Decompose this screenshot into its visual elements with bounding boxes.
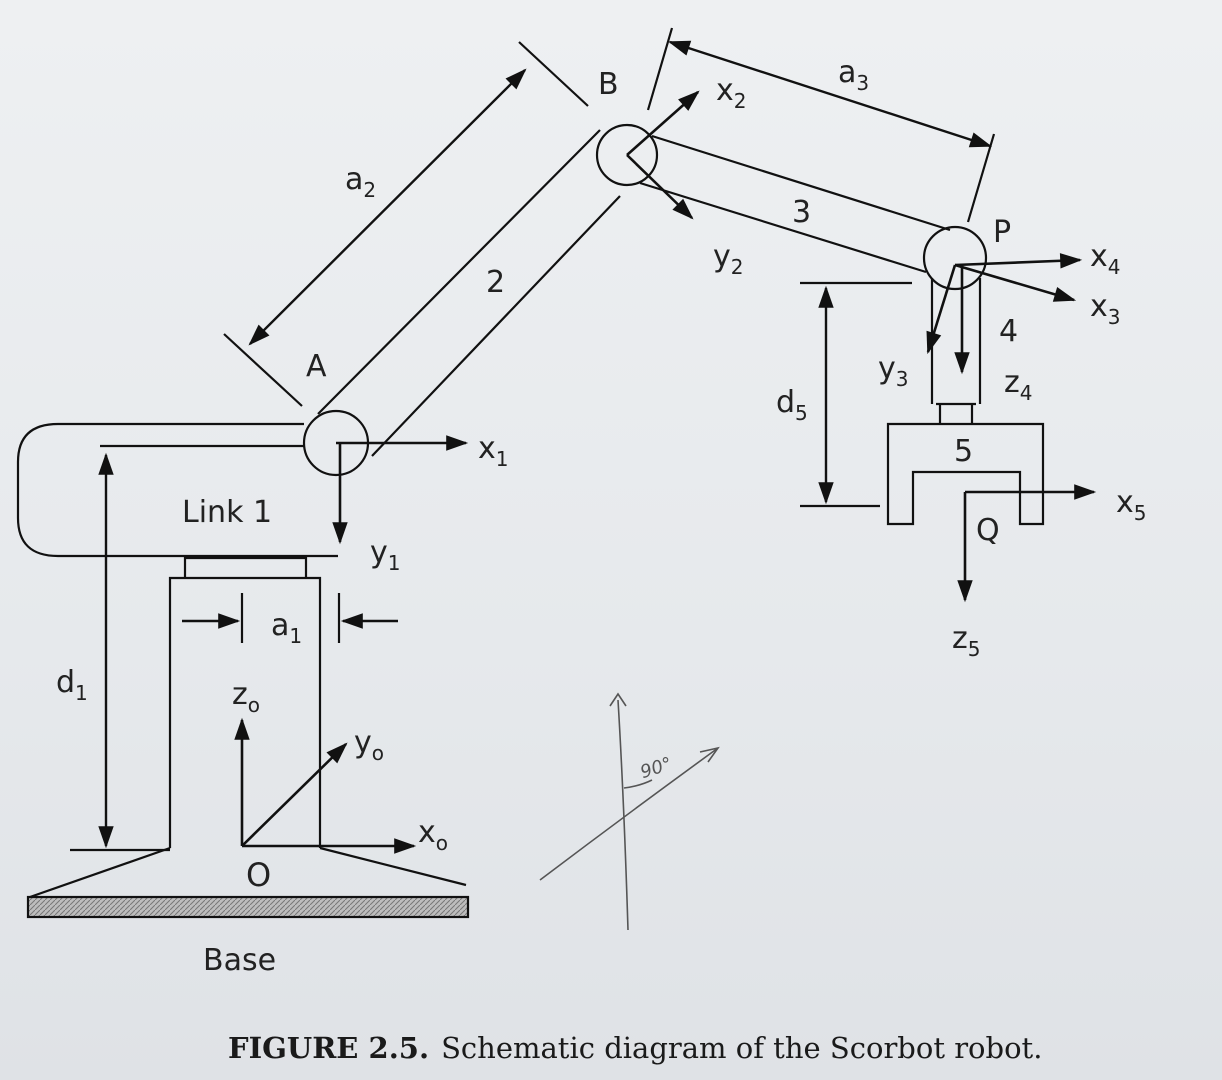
x3-axis [954, 263, 1077, 302]
label-x0: xo [418, 815, 448, 855]
base-plate [26, 895, 470, 919]
label-x2: x2 [716, 73, 747, 113]
label-z0: zo [232, 677, 260, 717]
label-z4: z4 [1004, 365, 1032, 405]
base-flange [29, 846, 467, 899]
label-point-q: Q [976, 513, 1000, 548]
label-link5: 5 [954, 434, 973, 469]
label-x5: x5 [1116, 485, 1147, 525]
a2-dimension [248, 68, 527, 346]
label-d1: d1 [56, 665, 88, 705]
base-pedestal [168, 576, 322, 848]
a3-dimension [667, 40, 993, 148]
link3-arm [639, 134, 951, 274]
label-a2: a2 [345, 162, 376, 202]
label-x4: x4 [1090, 239, 1121, 279]
x4-axis [954, 253, 1083, 269]
label-a1: a1 [271, 608, 302, 648]
label-point-p: P [993, 215, 1011, 250]
label-d5: d5 [776, 385, 808, 425]
handwritten-angle: 90° [638, 753, 675, 783]
figure-caption: FIGURE 2.5.Schematic diagram of the Scor… [228, 1031, 1042, 1065]
link4 [930, 278, 982, 424]
label-y3: y3 [878, 351, 909, 391]
label-base: Base [203, 943, 276, 978]
label-link3: 3 [792, 195, 811, 230]
label-link4: 4 [999, 314, 1018, 349]
joint-b [595, 123, 659, 187]
joint-p [922, 225, 988, 291]
label-link1: Link 1 [182, 495, 272, 530]
label-link2: 2 [486, 265, 505, 300]
label-x3: x3 [1090, 289, 1121, 329]
label-z5: z5 [952, 621, 980, 661]
label-y1: y1 [370, 535, 401, 575]
label-a3: a3 [838, 55, 869, 95]
label-joint-a: A [306, 349, 327, 384]
label-y0: yo [354, 725, 384, 765]
pencil-angle-sketch [539, 692, 720, 931]
link1-housing [16, 422, 338, 558]
y0-axis [241, 742, 348, 847]
label-origin: O [246, 856, 271, 894]
gripper [886, 422, 1045, 526]
y3-axis [926, 264, 957, 355]
label-y2: y2 [713, 239, 744, 279]
label-joint-b: B [598, 67, 619, 102]
y2-axis [626, 154, 694, 220]
label-x1: x1 [478, 431, 509, 471]
x2-axis [626, 90, 700, 156]
